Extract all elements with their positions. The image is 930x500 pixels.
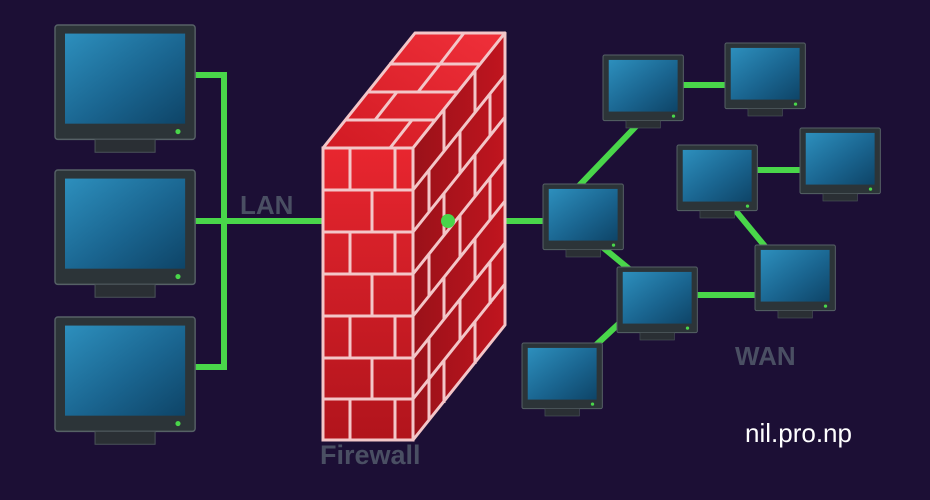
lan-links [193, 72, 326, 370]
firewall-front-face [321, 146, 415, 442]
lan-computer [54, 316, 196, 445]
wan-link [572, 117, 645, 193]
wan-computer [521, 342, 603, 417]
lan-computer [54, 169, 196, 298]
watermark: nil.pro.np [745, 418, 852, 448]
wan-computer [616, 266, 698, 341]
wan-computer [754, 244, 836, 319]
wan-link [732, 207, 771, 253]
wan-computer [542, 183, 624, 258]
wan-computer [676, 144, 758, 219]
brick-wall-icon [321, 31, 507, 442]
wan-computer [724, 42, 806, 117]
lan-label: LAN [240, 190, 294, 220]
firewall-label: Firewall [320, 440, 421, 470]
wan-computer [799, 127, 881, 202]
wan-computer [602, 54, 684, 129]
firewall-connection-dot [441, 214, 455, 228]
wan-label: WAN [735, 341, 796, 371]
lan-computer [54, 24, 196, 153]
